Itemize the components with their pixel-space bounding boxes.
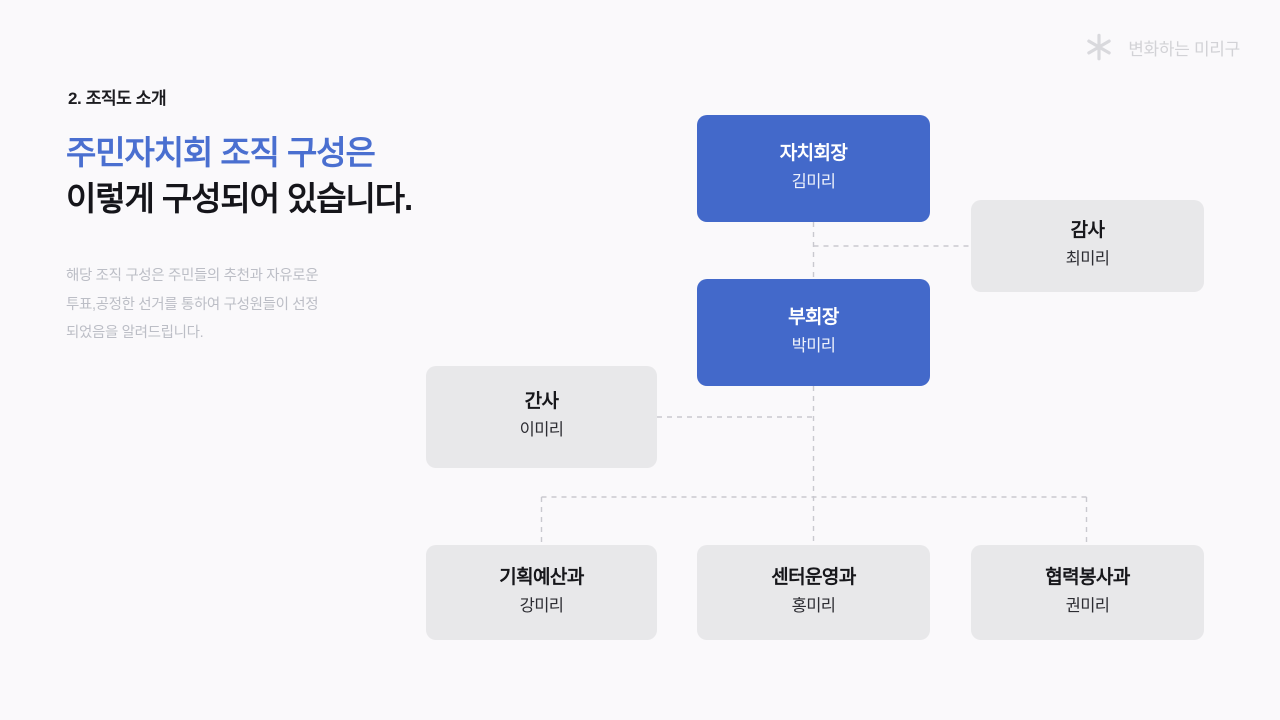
org-node-role: 센터운영과 [771,566,856,588]
org-node-vice-chairperson[interactable]: 부회장 박미리 [697,279,930,386]
org-node-name: 최미리 [1065,250,1110,269]
page-description-line1: 해당 조직 구성은 주민들의 추천과 자유로운 [66,268,319,284]
org-node-planning-budget-dept[interactable]: 기획예산과 강미리 [426,545,657,640]
page-description: 해당 조직 구성은 주민들의 추천과 자유로운 투표,공정한 선거를 통하여 구… [66,262,446,348]
org-node-name: 강미리 [519,596,564,615]
org-node-name: 이미리 [519,421,564,440]
brand-name: 변화하는 미리구 [1128,39,1240,59]
org-node-chairperson[interactable]: 자치회장 김미리 [697,115,930,222]
org-node-center-operations-dept[interactable]: 센터운영과 홍미리 [697,545,930,640]
org-node-role: 부회장 [788,306,839,328]
page-title-line1: 주민자치회 조직 구성은 [66,134,376,171]
org-node-role: 자치회장 [779,142,848,164]
org-node-role: 간사 [524,391,559,413]
org-node-role: 감사 [1070,220,1105,242]
page-title: 주민자치회 조직 구성은 이렇게 구성되어 있습니다. [66,130,413,221]
page-title-line2: 이렇게 구성되어 있습니다. [66,179,413,217]
org-node-name: 홍미리 [791,596,836,615]
org-node-auditor[interactable]: 감사 최미리 [971,200,1204,292]
org-node-role: 기획예산과 [499,566,584,588]
org-node-role: 협력봉사과 [1045,566,1130,588]
brand-logo: 변화하는 미리구 [1084,32,1240,62]
org-node-secretary[interactable]: 간사 이미리 [426,366,657,468]
org-node-name: 권미리 [1065,596,1110,615]
page-description-line3: 되었음을 알려드립니다. [66,325,204,342]
org-node-name: 박미리 [791,336,836,355]
page-description-line2: 투표,공정한 선거를 통하여 구성원들이 선정 [66,296,319,313]
org-node-name: 김미리 [791,172,836,191]
asterisk-star-icon [1087,33,1111,61]
section-kicker: 2. 조직도 소개 [68,89,167,108]
org-node-cooperation-volunteer-dept[interactable]: 협력봉사과 권미리 [971,545,1204,640]
